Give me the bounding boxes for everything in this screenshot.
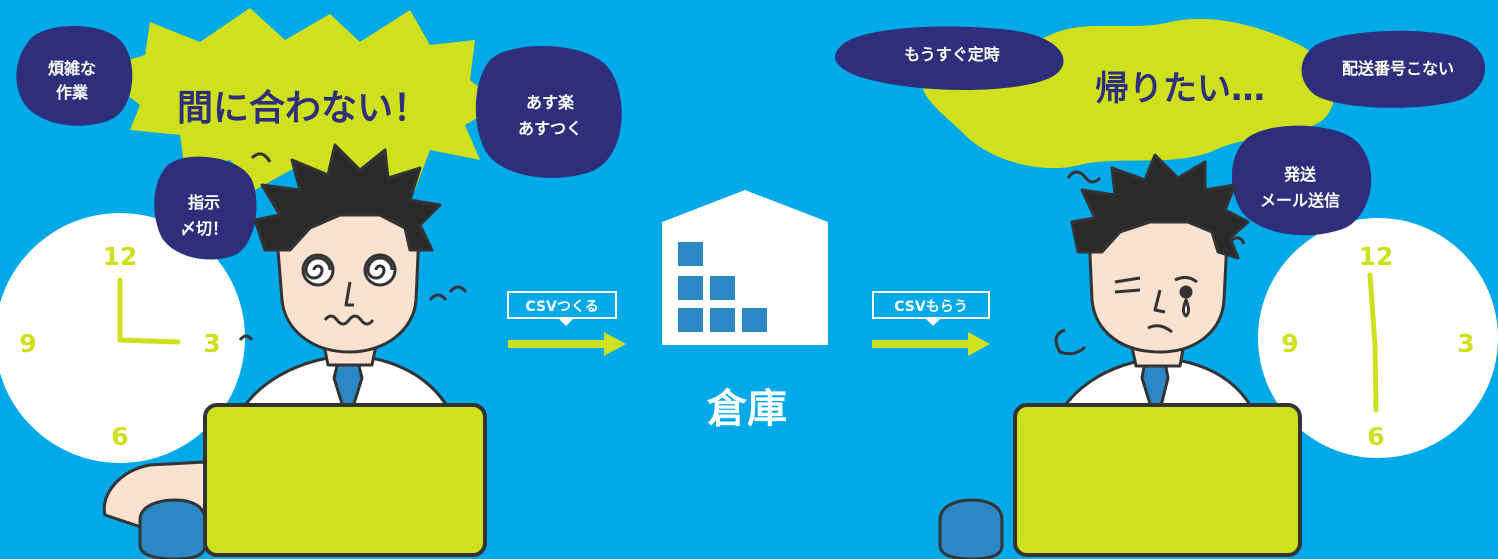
left-laptop (203, 403, 487, 557)
bubble-tedious-work-line1: 煩雑な (48, 59, 96, 78)
bubble-near-closing-text: もうすぐ定時 (904, 45, 1000, 64)
bubble-asuraku-line1: あす楽 (526, 93, 575, 112)
bubble-no-tracking-text: 配送番号こない (1342, 59, 1454, 78)
right-clock-6: 6 (1367, 422, 1384, 451)
right-clock: 12 3 6 9 (1258, 218, 1498, 458)
bubble-shipping-mail-line1: 発送 (1283, 165, 1317, 184)
flow-step1-tag: CSVつくる (507, 291, 617, 326)
bubble-asuraku: あす楽 あすつく (475, 46, 622, 178)
bubble-tedious-work: 煩雑な 作業 (16, 25, 133, 126)
right-laptop (1013, 403, 1302, 557)
flow-step2-label: CSVもらう (894, 299, 967, 315)
right-main-thought: 帰りたい… (1095, 69, 1265, 109)
bubble-deadline-line2: 〆切！ (180, 219, 228, 238)
left-clock-6: 6 (111, 422, 128, 451)
bubble-asuraku-line2: あすつく (518, 119, 582, 138)
bubble-shipping-mail-line2: メール送信 (1260, 191, 1340, 210)
bubble-no-tracking: 配送番号こない (1301, 30, 1486, 108)
left-main-thought: 間に合わない！ (177, 88, 429, 129)
right-clock-12: 12 (1359, 242, 1394, 271)
flow-step1-label: CSVつくる (525, 299, 598, 315)
bubble-deadline: 指示 〆切！ (154, 156, 257, 260)
bubble-near-closing: もうすぐ定時 (835, 26, 1064, 91)
bubble-deadline-line1: 指示 (188, 193, 220, 212)
bubble-shipping-mail: 発送 メール送信 (1231, 125, 1372, 236)
left-clock-3: 3 (203, 329, 220, 358)
left-clock: 12 3 6 9 (0, 213, 245, 463)
right-clock-3: 3 (1457, 329, 1474, 358)
flow-step2-tag: CSVもらう (872, 291, 990, 326)
flow-arrow-1 (508, 332, 626, 356)
warehouse-label: 倉庫 (706, 386, 787, 432)
left-clock-12: 12 (103, 242, 138, 271)
warehouse-icon (662, 190, 828, 345)
left-clock-9: 9 (19, 329, 36, 358)
bubble-tedious-work-line2: 作業 (56, 83, 89, 102)
right-clock-9: 9 (1281, 329, 1298, 358)
flow-arrow-2 (872, 332, 990, 356)
left-thought-burst (95, 8, 500, 195)
